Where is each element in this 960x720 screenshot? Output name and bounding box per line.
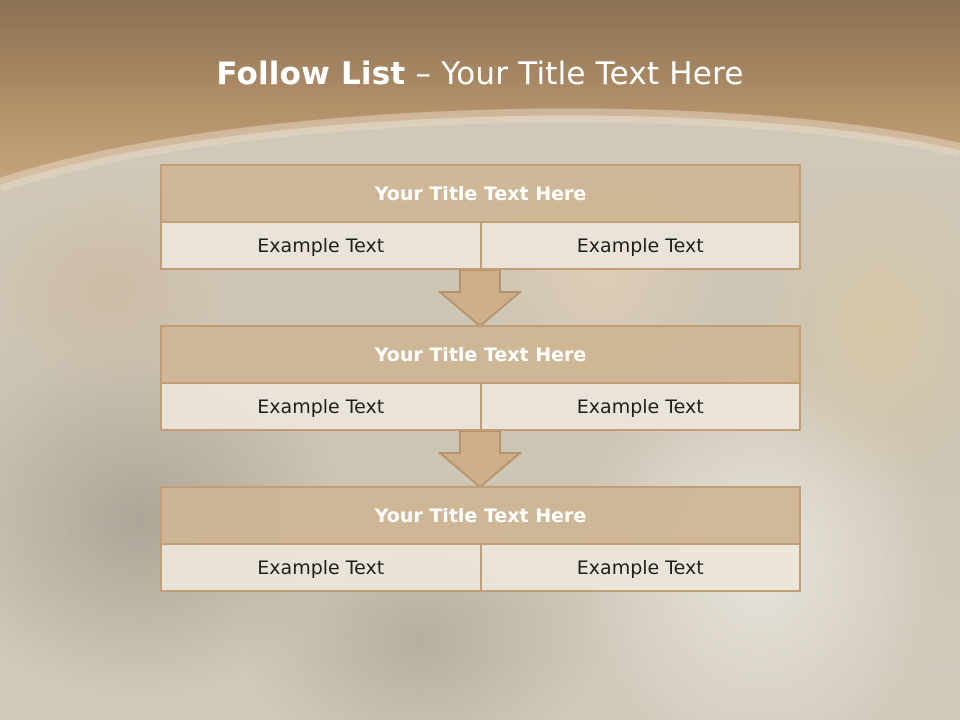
block-row: Example Text Example Text: [162, 545, 799, 590]
title-rest: – Your Title Text Here: [405, 56, 744, 92]
block-title: Your Title Text Here: [162, 488, 799, 545]
title-banner: Follow List – Your Title Text Here: [0, 0, 960, 200]
block-row: Example Text Example Text: [162, 384, 799, 429]
title-bold: Follow List: [216, 56, 406, 92]
down-arrow-icon: [438, 431, 522, 489]
block-cell-right: Example Text: [479, 384, 799, 429]
block-title: Your Title Text Here: [162, 166, 799, 223]
banner-shape: [0, 0, 960, 192]
down-arrow-icon: [438, 270, 522, 328]
block-row: Example Text Example Text: [162, 223, 799, 268]
page-title: Follow List – Your Title Text Here: [0, 56, 960, 92]
block-cell-right: Example Text: [479, 223, 799, 268]
list-block: Your Title Text Here Example Text Exampl…: [160, 486, 801, 592]
block-cell-left: Example Text: [162, 384, 480, 429]
list-block: Your Title Text Here Example Text Exampl…: [160, 325, 801, 431]
block-cell-left: Example Text: [162, 223, 480, 268]
block-title: Your Title Text Here: [162, 327, 799, 384]
block-cell-left: Example Text: [162, 545, 480, 590]
block-cell-right: Example Text: [479, 545, 799, 590]
list-block: Your Title Text Here Example Text Exampl…: [160, 164, 801, 270]
